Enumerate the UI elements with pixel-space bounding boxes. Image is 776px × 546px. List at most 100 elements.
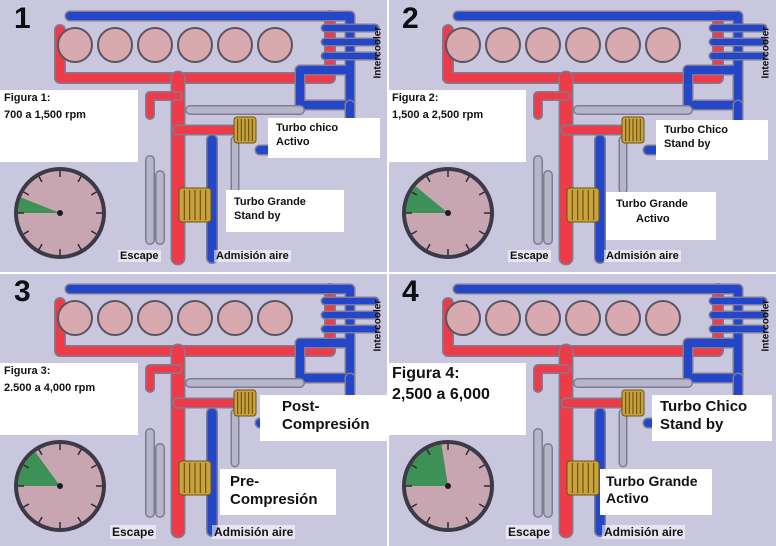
small-turbo-line-1: Turbo Chico <box>664 124 728 136</box>
panel-number: 3 <box>14 275 31 308</box>
gauge-tick <box>478 191 485 196</box>
cylinder <box>445 300 481 336</box>
gauge-tick <box>478 230 485 235</box>
exhaust-branch <box>146 92 182 119</box>
small-turbo-label: Turbo chico Activo <box>268 118 380 158</box>
intake-loop <box>66 285 354 382</box>
gauge-tick <box>23 503 30 508</box>
gauge-tick <box>90 464 97 469</box>
large-turbo-label: Turbo Grande Activo <box>600 469 712 515</box>
figure-title: Figura 3: <box>4 365 51 377</box>
panel-1: 1 Figura 1: 700 a 1,500 rpm Turbo chico … <box>0 0 388 273</box>
cylinder <box>565 300 601 336</box>
gauge-tick <box>77 516 82 523</box>
small-turbo-label: Post- Compresión <box>260 395 388 441</box>
gauge-tick <box>426 516 431 523</box>
bypass-pipe-left <box>534 429 552 517</box>
panel-3: 3 Figura 3: 2.500 a 4,000 rpm Post- Comp… <box>0 273 388 546</box>
gauge-fill <box>406 186 448 213</box>
gauge-tick <box>426 176 431 183</box>
small-turbo-label: Turbo Chico Stand by <box>652 395 772 441</box>
gauge-fill <box>406 444 448 486</box>
escape-label: Escape <box>506 525 553 539</box>
gauge-tick <box>77 176 82 183</box>
bypass-pipe-left <box>534 156 552 244</box>
cylinder <box>525 27 561 63</box>
panel-number: 2 <box>402 2 419 35</box>
small-turbo-line-1: Turbo chico <box>276 122 339 134</box>
exhaust-branch <box>534 92 570 119</box>
large-turbo-line-1: Pre- <box>230 473 260 490</box>
cylinder <box>137 27 173 63</box>
intercooler-coils <box>710 298 766 332</box>
intercooler-coils <box>710 25 766 59</box>
gauge-tick <box>426 449 431 456</box>
gauge-tick <box>90 191 97 196</box>
cylinder <box>485 27 521 63</box>
gauge-tick <box>411 191 418 196</box>
intercooler-label: Intercooler <box>760 299 772 352</box>
cylinder <box>485 300 521 336</box>
large-turbo-label: Turbo Grande Stand by <box>226 190 344 232</box>
gauge-fill <box>18 452 60 486</box>
panel-number: 1 <box>14 2 31 35</box>
gauge-fill <box>18 197 60 213</box>
intercooler-coils <box>322 25 378 59</box>
small-turbo-line-1: Turbo Chico <box>660 398 748 415</box>
figure-rpm: 700 a 1,500 rpm <box>4 109 86 121</box>
gauge-tick <box>465 516 470 523</box>
escape-label: Escape <box>508 250 551 262</box>
large-turbo-line-1: Turbo Grande <box>616 198 688 210</box>
admision-label: Admisión aire <box>212 525 296 539</box>
panel-number: 4 <box>402 275 419 308</box>
gauge-tick <box>38 243 43 250</box>
bypass-pipe-left <box>146 429 164 517</box>
gauge-tick <box>426 243 431 250</box>
large-turbo-line-2: Stand by <box>234 210 281 222</box>
cylinder <box>217 300 253 336</box>
intercooler-label: Intercooler <box>760 26 772 79</box>
gauge-hub <box>57 210 63 216</box>
gauge-tick <box>23 464 30 469</box>
gauge-tick <box>465 176 470 183</box>
small-turbo-line-1: Post- <box>282 398 320 415</box>
figure-caption: Figura 4: 2,500 a 6,000 <box>388 363 526 435</box>
cylinder <box>525 300 561 336</box>
large-turbo-line-1: Turbo Grande <box>234 196 306 208</box>
gauge-tick <box>478 503 485 508</box>
cylinder <box>177 300 213 336</box>
small-turbo-line-2: Compresión <box>282 416 370 433</box>
gauge-tick <box>77 243 82 250</box>
admision-label: Admisión aire <box>602 525 686 539</box>
gauge-tick <box>478 464 485 469</box>
small-turbo-line-2: Activo <box>276 136 310 148</box>
panel-2: 2 Figura 2: 1,500 a 2,500 rpm Turbo Chic… <box>388 0 776 273</box>
exhaust-branch <box>146 365 182 392</box>
small-turbo-line-2: Stand by <box>660 416 724 433</box>
bypass-pipe-left <box>146 156 164 244</box>
cylinder <box>605 27 641 63</box>
figure-title: Figura 2: <box>392 92 439 104</box>
figure-title: Figura 1: <box>4 92 51 104</box>
gauge-tick <box>465 243 470 250</box>
gauge-hub <box>445 483 451 489</box>
gauge-tick <box>465 449 470 456</box>
figure-rpm: 1,500 a 2,500 rpm <box>392 109 484 121</box>
cylinder <box>257 300 293 336</box>
intercooler-coils <box>322 298 378 332</box>
cylinder <box>645 27 681 63</box>
admision-label: Admisión aire <box>604 250 681 262</box>
small-turbo-label: Turbo Chico Stand by <box>656 120 768 160</box>
cylinder <box>97 27 133 63</box>
gauge-tick <box>90 503 97 508</box>
large-turbo-line-2: Activo <box>636 213 670 225</box>
cylinder <box>217 27 253 63</box>
escape-label: Escape <box>118 250 161 262</box>
exhaust-branch <box>534 365 570 392</box>
figure-rpm: 2.500 a 4,000 rpm <box>4 382 96 394</box>
large-turbo-line-2: Activo <box>606 490 649 506</box>
cylinder <box>605 300 641 336</box>
gauge-tick <box>23 230 30 235</box>
small-turbo-line-2: Stand by <box>664 138 711 150</box>
admision-label: Admisión aire <box>214 250 291 262</box>
